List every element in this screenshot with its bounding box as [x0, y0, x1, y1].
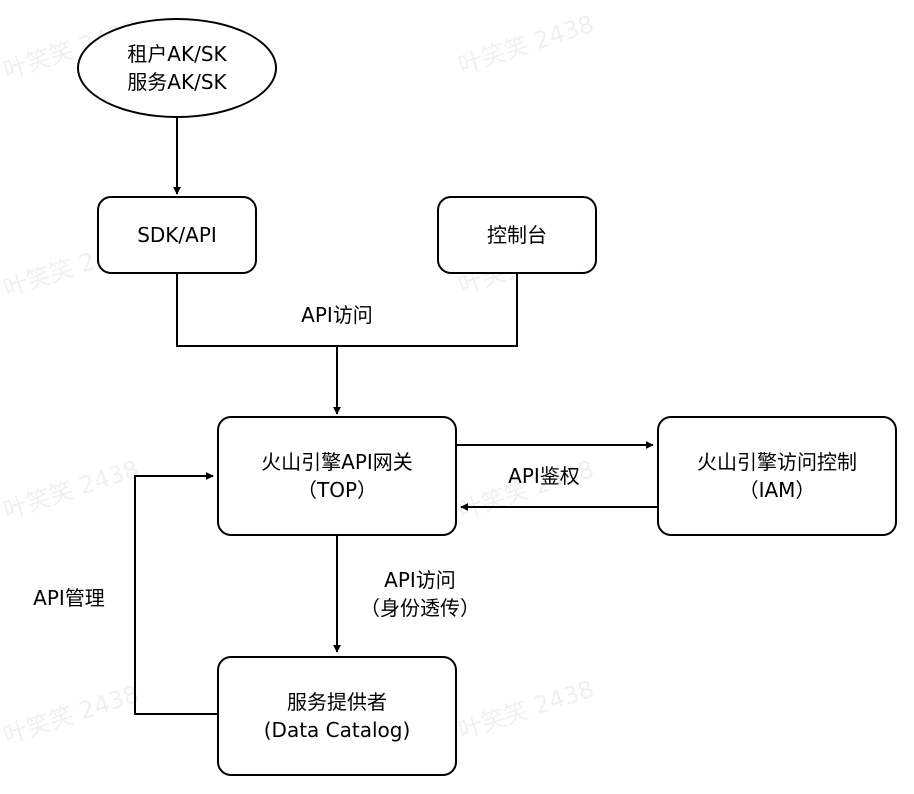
node-api-gateway-line2: （TOP） — [296, 478, 378, 502]
node-sdk-api[interactable]: SDK/API — [97, 196, 257, 274]
node-console[interactable]: 控制台 — [437, 196, 597, 274]
edge-sdk-merge — [176, 274, 518, 347]
node-iam-line1: 火山引擎访问控制 — [697, 450, 857, 474]
edge-label-api-access-passthrough: API访问 （身份透传） — [350, 566, 490, 622]
node-credentials[interactable]: 租户AK/SK 服务AK/SK — [77, 18, 277, 118]
node-service-provider-line2: (Data Catalog) — [263, 718, 411, 742]
edge-label-api-access-line2: （身份透传） — [360, 596, 480, 620]
node-credentials-line1: 租户AK/SK — [127, 42, 227, 66]
node-credentials-line2: 服务AK/SK — [127, 70, 227, 94]
node-api-gateway[interactable]: 火山引擎API网关 （TOP） — [217, 416, 457, 536]
edge-label-api-access-line1: API访问 — [384, 568, 456, 592]
node-service-provider-line1: 服务提供者 — [287, 690, 387, 714]
node-api-gateway-line1: 火山引擎API网关 — [261, 450, 413, 474]
edge-label-api-manage: API管理 — [33, 586, 105, 610]
node-service-provider[interactable]: 服务提供者 (Data Catalog) — [217, 656, 457, 776]
edge-provider-to-gateway — [134, 472, 217, 715]
edge-label-api-auth: API鉴权 — [508, 464, 580, 488]
node-iam[interactable]: 火山引擎访问控制 （IAM） — [657, 416, 897, 536]
node-sdk-api-label: SDK/API — [137, 223, 217, 247]
edge-label-api-access: API访问 — [301, 303, 373, 327]
node-console-label: 控制台 — [487, 223, 547, 247]
node-iam-line2: （IAM） — [738, 478, 816, 502]
